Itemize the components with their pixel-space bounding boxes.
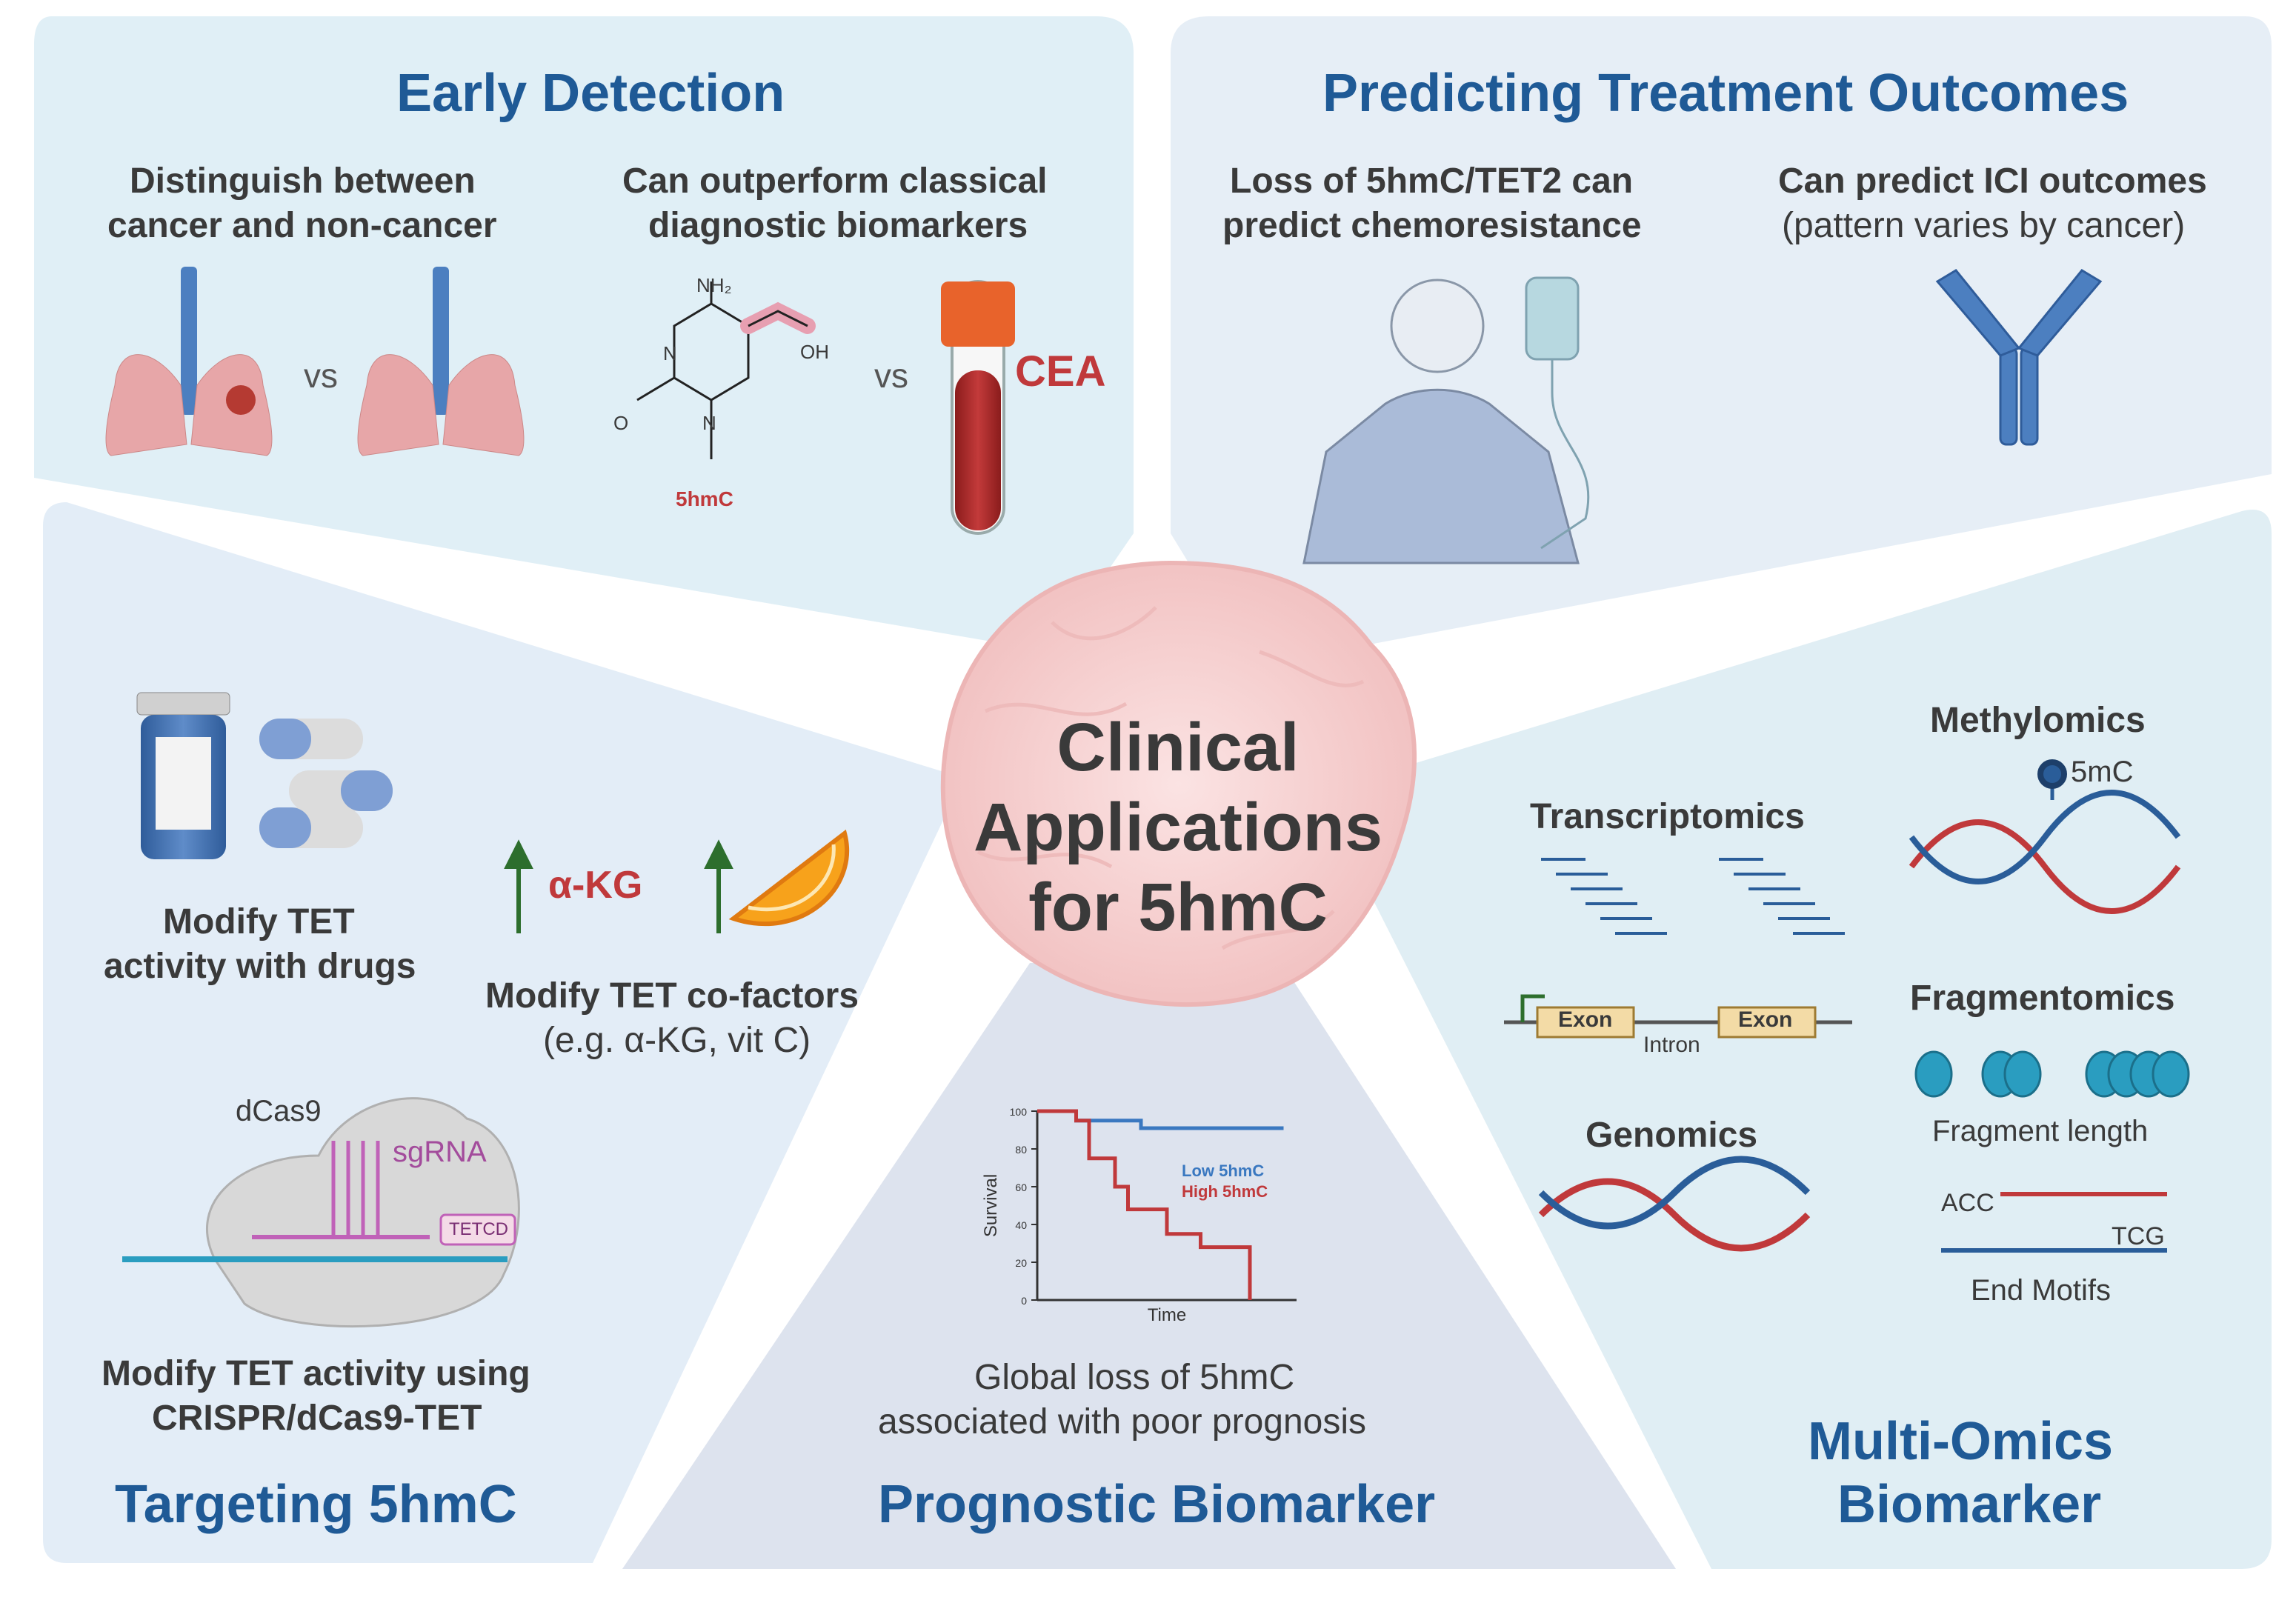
center-title-line-1: Clinical bbox=[1057, 710, 1300, 785]
end-motifs-label: End Motifs bbox=[1971, 1274, 2111, 1307]
cancer-lungs-icon bbox=[226, 267, 525, 456]
dcas9-label: dCas9 bbox=[236, 1095, 322, 1127]
loss-tet2-text-line-2: predict chemoresistance bbox=[1222, 206, 1642, 245]
prognostic-title: Prognostic Biomarker bbox=[878, 1475, 1436, 1534]
loss-tet2-text-line-1: Loss of 5hmC/TET2 can bbox=[1230, 161, 1634, 201]
o-label: O bbox=[613, 412, 629, 434]
y-tick-label: 40 bbox=[1015, 1219, 1027, 1231]
multiomics-panel bbox=[1319, 510, 2272, 1569]
ici-text-bold: Can predict ICI outcomes bbox=[1778, 161, 2207, 201]
oh-label: OH bbox=[800, 341, 829, 363]
crispr-text-line-2: CRISPR/dCas9-TET bbox=[152, 1399, 482, 1438]
cea-label: CEA bbox=[1015, 347, 1106, 396]
cofactor-text-bold: Modify TET co-factors bbox=[485, 976, 859, 1016]
akg-label: α-KG bbox=[548, 864, 643, 907]
fragment-length-label: Fragment length bbox=[1932, 1115, 2149, 1147]
prognosis-caption-line-2: associated with poor prognosis bbox=[878, 1402, 1367, 1442]
y-tick-label: 60 bbox=[1015, 1182, 1027, 1193]
up-arrow-icon bbox=[504, 839, 533, 933]
prognostic-panel bbox=[622, 963, 1676, 1569]
legend-label-low: Low 5hmC bbox=[1182, 1162, 1264, 1180]
outperform-text-line-1: Can outperform classical bbox=[622, 161, 1048, 201]
vs-label-right: vs bbox=[874, 356, 908, 395]
treatment-title: Predicting Treatment Outcomes bbox=[1322, 64, 2129, 123]
center-title-line-2: Applications bbox=[973, 790, 1383, 865]
center-title-line-3: for 5hmC bbox=[1028, 870, 1328, 945]
motif-left-label: ACC bbox=[1941, 1189, 1994, 1217]
tumor-icon bbox=[226, 385, 256, 415]
dcas9-complex bbox=[122, 1097, 520, 1327]
y-tick-label: 0 bbox=[1021, 1295, 1027, 1307]
intron-label: Intron bbox=[1643, 1033, 1700, 1057]
y-tick-label: 20 bbox=[1015, 1257, 1027, 1269]
transcriptomics-label: Transcriptomics bbox=[1530, 797, 1805, 836]
5hmc-molecule bbox=[636, 281, 816, 459]
legend-label-high: High 5hmC bbox=[1182, 1182, 1268, 1201]
methylomics-label: Methylomics bbox=[1930, 701, 2146, 740]
distinguish-text-line-2: cancer and non-cancer bbox=[107, 206, 497, 245]
orange-slice-icon bbox=[728, 829, 850, 927]
up-arrow-icon bbox=[704, 839, 733, 933]
early-detection-title: Early Detection bbox=[396, 64, 785, 123]
transcript-reads-icon bbox=[1541, 858, 1845, 935]
y-tick-label: 80 bbox=[1015, 1144, 1027, 1156]
fragmentomics-label: Fragmentomics bbox=[1910, 979, 2175, 1018]
multiomics-title-line-2: Biomarker bbox=[1837, 1475, 2102, 1534]
prognosis-caption-line-1: Global loss of 5hmC bbox=[974, 1358, 1295, 1397]
outperform-text-line-2: diagnostic biomarkers bbox=[648, 206, 1028, 245]
ici-text-normal: (pattern varies by cancer) bbox=[1782, 206, 2186, 245]
drugs-text-line-2: activity with drugs bbox=[104, 947, 416, 986]
distinguish-text-line-1: Distinguish between bbox=[130, 161, 476, 201]
cancer-cell-illustration bbox=[940, 560, 1417, 1007]
exon-label-2: Exon bbox=[1738, 1007, 1793, 1032]
patient-illustration bbox=[1302, 276, 1590, 564]
nh2-label: NH₂ bbox=[696, 274, 732, 296]
end-motif-dna-icon bbox=[1941, 1192, 2167, 1253]
x-axis-label: Time bbox=[1148, 1305, 1186, 1325]
series-line-high bbox=[1037, 1109, 1252, 1300]
sgrna-label: sgRNA bbox=[393, 1136, 487, 1168]
targeting-title: Targeting 5hmC bbox=[115, 1475, 517, 1534]
multiomics-title-line-1: Multi-Omics bbox=[1808, 1412, 2114, 1471]
n2-label: N bbox=[702, 412, 716, 434]
tetcd-label: TETCD bbox=[449, 1219, 508, 1239]
methylation-dna-icon bbox=[1909, 759, 2181, 914]
5mc-label: 5mC bbox=[2071, 756, 2134, 788]
capsules-icon bbox=[259, 719, 393, 848]
y-axis-label: Survival bbox=[981, 1174, 1001, 1237]
5hmc-molecule-label: 5hmC bbox=[676, 487, 733, 510]
drugs-text-line-1: Modify TET bbox=[163, 902, 355, 942]
antibody-icon bbox=[1935, 269, 2103, 446]
pill-bottle-icon bbox=[136, 692, 230, 859]
n1-label: N bbox=[663, 342, 677, 364]
healthy-lungs-icon bbox=[105, 267, 273, 456]
cofactor-text-normal: (e.g. α-KG, vit C) bbox=[543, 1021, 811, 1060]
motif-right-label: TCG bbox=[2112, 1222, 2165, 1250]
gene-structure-icon bbox=[1504, 994, 1852, 1039]
y-tick-label: 100 bbox=[1010, 1106, 1028, 1118]
blood-tube-icon bbox=[941, 280, 1015, 535]
genomics-dna-icon bbox=[1538, 1156, 1811, 1252]
exon-label-1: Exon bbox=[1558, 1007, 1613, 1032]
nucleosomes-icon bbox=[1914, 1050, 2190, 1098]
vs-label-left: vs bbox=[304, 356, 338, 395]
crispr-text-line-1: Modify TET activity using bbox=[102, 1354, 530, 1393]
early-detection-panel bbox=[34, 16, 1134, 652]
genomics-label: Genomics bbox=[1585, 1116, 1758, 1155]
